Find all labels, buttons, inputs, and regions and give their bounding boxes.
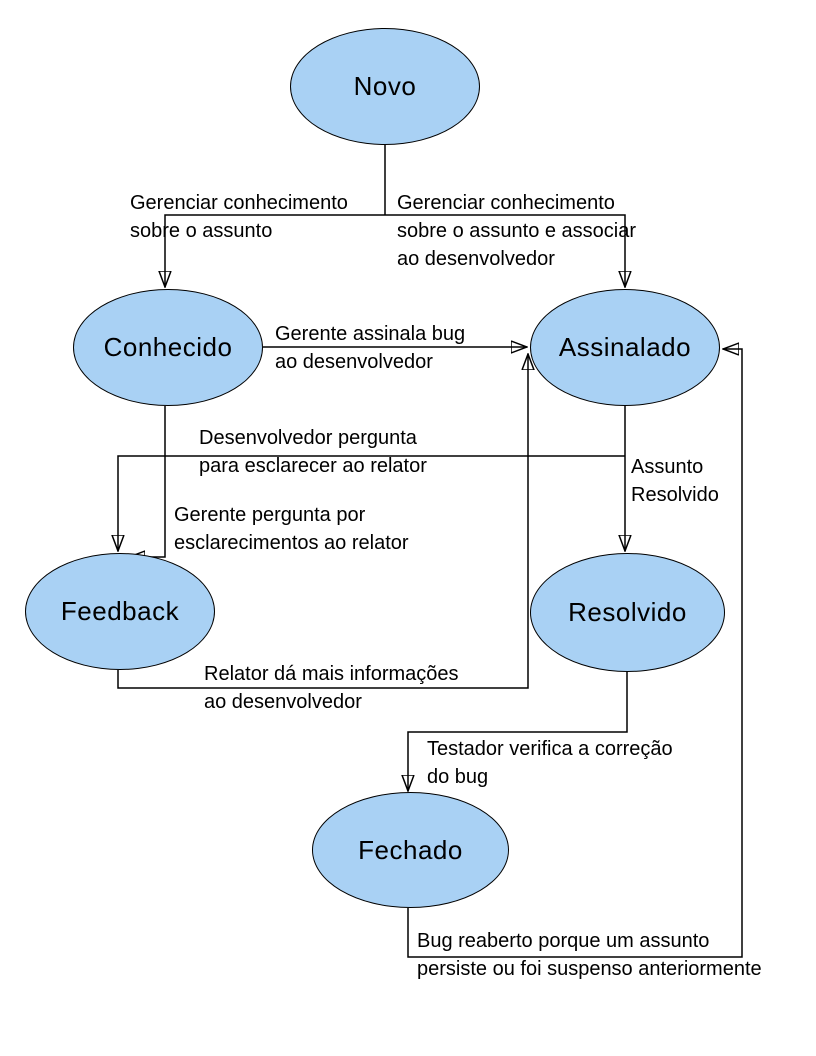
state-node-conhecido-label: Conhecido (103, 332, 233, 362)
edge-label-assinalado-resolvido: Assunto Resolvido (631, 456, 719, 506)
edge-resolvido-fechado-line (408, 672, 628, 791)
edge-label-novo-assinalado: Gerenciar conhecimento sobre o assunto e… (397, 192, 637, 270)
edge-conhecido-feedback-line (129, 406, 166, 557)
edge-novo-conhecido-line (165, 214, 385, 287)
state-node-feedback-label: Feedback (60, 596, 180, 626)
edge-label-fechado-assinalado: Bug reaberto porque um assunto persiste … (417, 930, 762, 980)
state-node-fechado: Fechado (312, 792, 509, 908)
state-node-feedback: Feedback (25, 553, 215, 670)
edge-label-feedback-assinalado: Relator dá mais informações ao desenvolv… (204, 663, 459, 713)
edge-feedback-assinalado-line (117, 354, 528, 689)
edge-fechado-assinalado-line (407, 349, 743, 958)
edge-novo-assinalado-line (385, 214, 625, 287)
state-node-conhecido: Conhecido (73, 289, 263, 406)
edge-label-conhecido-feedback: Gerente pergunta por esclarecimentos ao … (174, 504, 409, 554)
state-node-fechado-label: Fechado (358, 834, 463, 865)
state-node-assinalado-label: Assinalado (558, 332, 692, 362)
edge-label-resolvido-fechado: Testador verifica a correção do bug (427, 738, 673, 788)
edge-label-assinalado-feedback: Desenvolvedor pergunta para esclarecer a… (199, 427, 427, 477)
state-node-novo-label: Novo (353, 71, 417, 101)
state-node-novo: Novo (290, 28, 480, 145)
state-node-resolvido-label: Resolvido (568, 597, 687, 627)
state-node-resolvido: Resolvido (530, 553, 725, 672)
edge-label-novo-conhecido: Gerenciar conhecimento sobre o assunto (130, 192, 348, 242)
edge-label-conhecido-assinalado: Gerente assinala bug ao desenvolvedor (275, 323, 466, 373)
edge-assinalado-feedback-line (118, 455, 625, 551)
state-node-assinalado: Assinalado (530, 289, 720, 406)
